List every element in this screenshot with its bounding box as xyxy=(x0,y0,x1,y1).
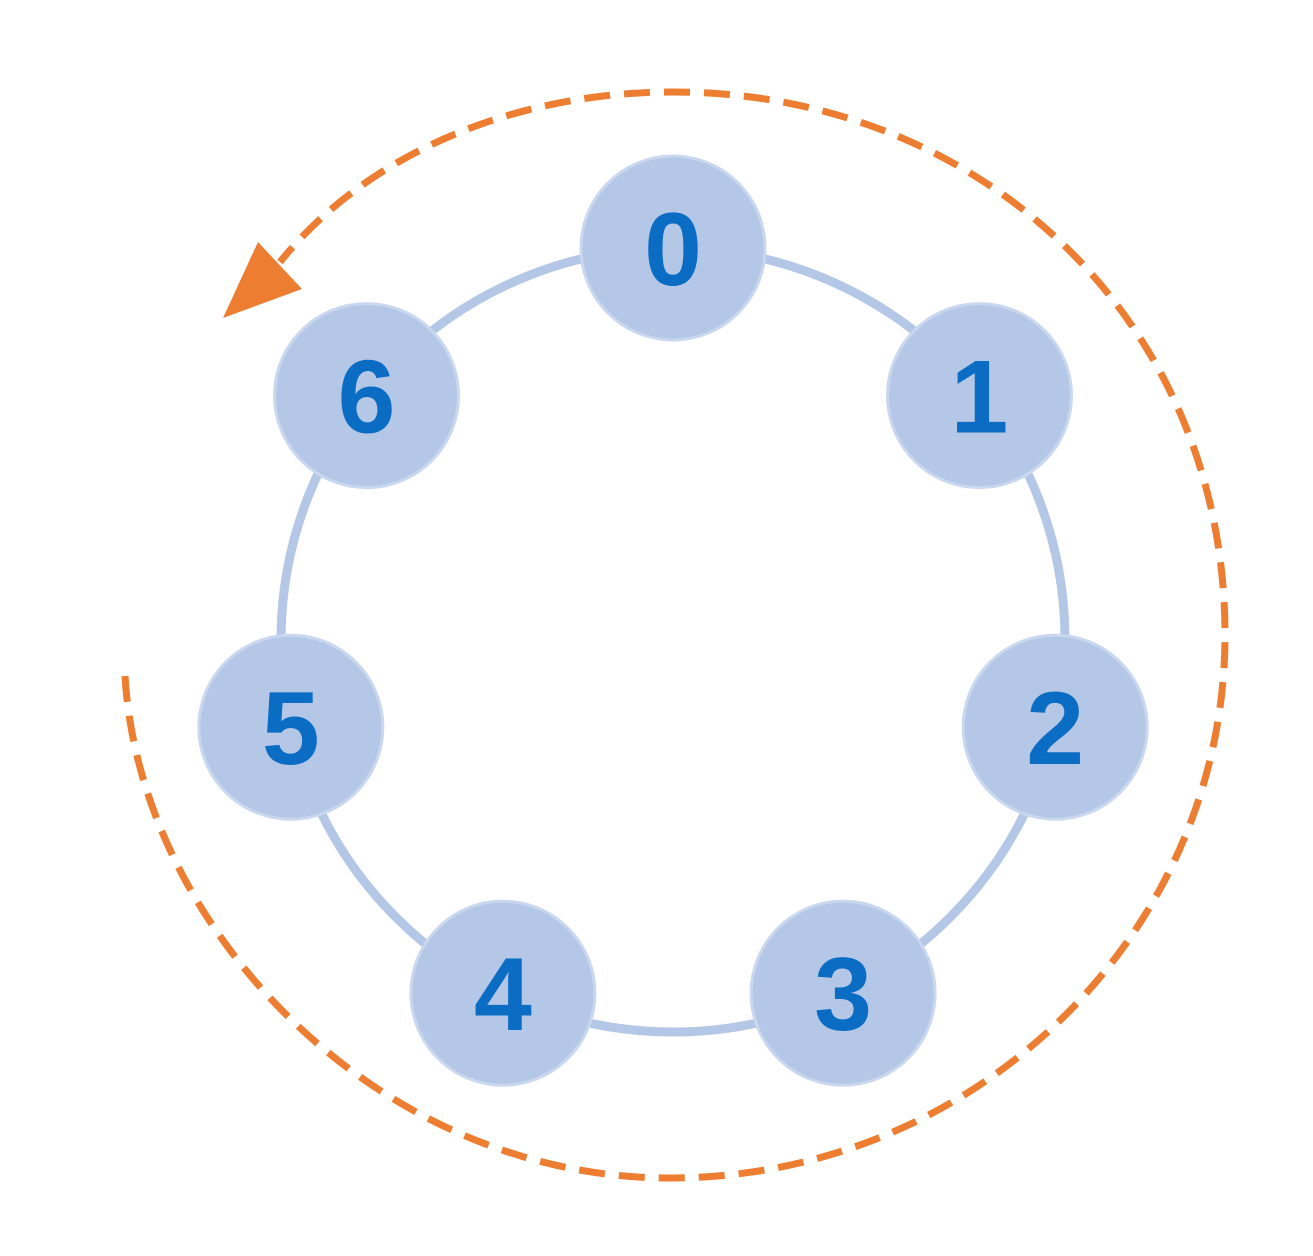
ring-node-1: 1 xyxy=(885,302,1073,490)
node-circle xyxy=(197,633,385,821)
node-label: 1 xyxy=(951,340,1009,456)
node-label: 2 xyxy=(1026,671,1084,787)
ring-node-2: 2 xyxy=(961,633,1149,821)
node-label: 0 xyxy=(644,192,702,308)
node-label: 3 xyxy=(814,937,872,1053)
node-circle xyxy=(885,302,1073,490)
node-label: 6 xyxy=(338,340,396,456)
ring-node-5: 5 xyxy=(197,633,385,821)
node-label: 5 xyxy=(262,671,320,787)
node-circle xyxy=(749,899,937,1087)
arrow-head-icon xyxy=(223,242,302,318)
ring-node-6: 6 xyxy=(273,302,461,490)
node-circle xyxy=(579,154,767,342)
node-circle xyxy=(409,899,597,1087)
ring-node-0: 0 xyxy=(579,154,767,342)
ring-node-4: 4 xyxy=(409,899,597,1087)
node-label: 4 xyxy=(474,937,532,1053)
node-circle xyxy=(961,633,1149,821)
node-circle xyxy=(273,302,461,490)
ring-node-3: 3 xyxy=(749,899,937,1087)
